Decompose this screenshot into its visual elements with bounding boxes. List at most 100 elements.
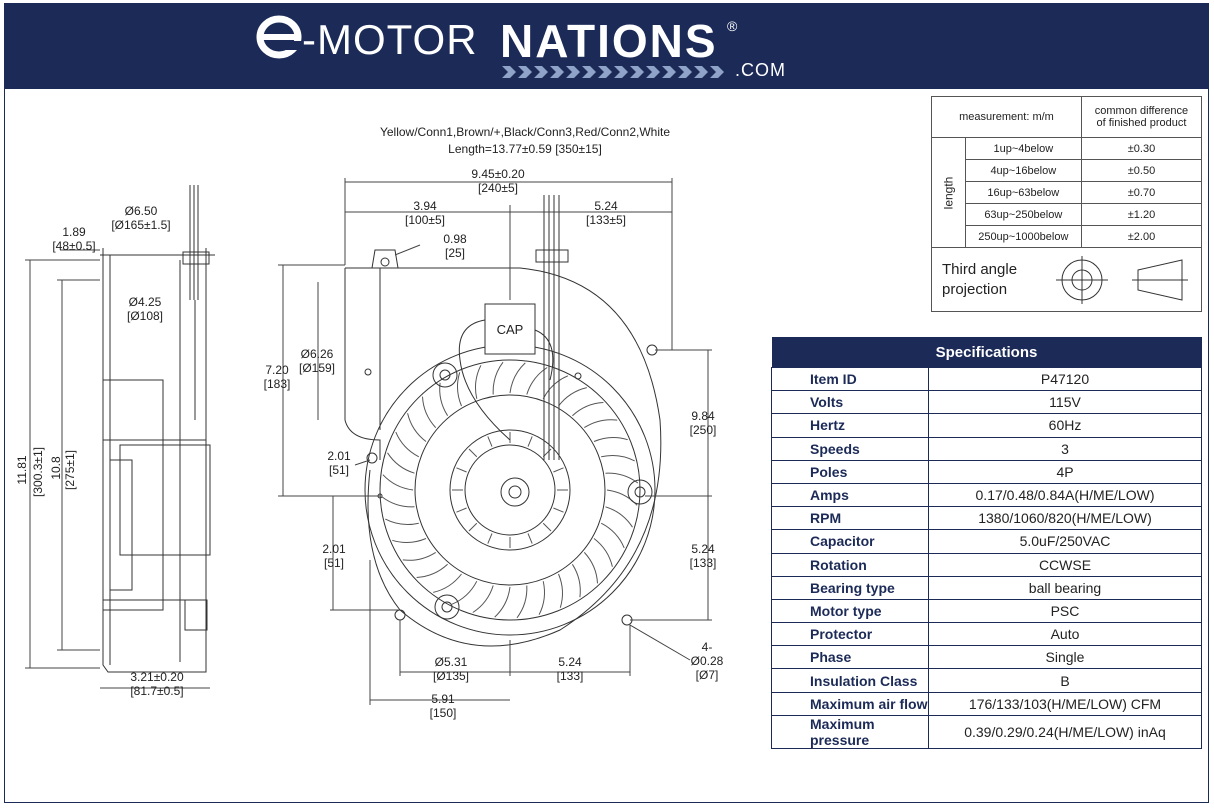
dim-diameter-531-metric: [Ø135] — [433, 669, 469, 683]
dim-591: 5.91 — [431, 692, 455, 706]
impeller-blade — [601, 455, 635, 462]
dim-591-metric: [150] — [430, 706, 457, 720]
spec-value: Auto — [928, 622, 1202, 647]
tolerance-header-measurement: measurement: m/m — [931, 96, 1082, 138]
impeller-blade — [439, 382, 449, 416]
spec-key: Protector — [771, 622, 929, 647]
impeller-blade — [475, 365, 482, 399]
brand-registered-mark: ® — [727, 18, 738, 34]
dim-201-upper-metric: [51] — [329, 463, 349, 477]
spec-key: Phase — [771, 645, 929, 670]
hub-slot — [468, 522, 478, 532]
dim-201-lower-metric: [51] — [324, 556, 344, 570]
spec-value: 5.0uF/250VAC — [928, 529, 1202, 554]
dim-945: 9.45±0.20 — [471, 167, 525, 181]
impeller-blade — [395, 431, 420, 458]
dim-diameter-626-metric: [Ø159] — [299, 361, 335, 375]
impeller-blade — [472, 585, 494, 613]
impeller-blade — [382, 474, 414, 491]
impeller-blade — [422, 396, 437, 428]
impeller-blade — [526, 367, 548, 395]
tolerance-header-difference-line2: of finished product — [1096, 117, 1187, 129]
dim-524-top: 5.24 — [594, 199, 618, 213]
brand-motor-text: -MOTOR — [302, 16, 478, 63]
tolerance-value: ±0.50 — [1080, 159, 1203, 182]
spec-value: CCWSE — [928, 552, 1202, 577]
impeller-blade — [492, 361, 504, 395]
dim-945-metric: [240±5] — [478, 181, 518, 195]
spec-key: Maximum pressure — [771, 714, 929, 749]
hub-slot — [542, 522, 552, 532]
hub-slot — [456, 467, 467, 473]
spec-key: Motor type — [771, 598, 929, 624]
dim-524-bottom: 5.24 — [558, 655, 582, 669]
projection-label: Third angle projection — [942, 261, 1018, 298]
dim-189-metric: [48±0.5] — [52, 239, 95, 253]
dim-720: 7.20 — [265, 363, 289, 377]
spec-key: Item ID — [771, 366, 929, 392]
spec-key: Volts — [771, 390, 929, 415]
impeller-blade — [583, 552, 598, 584]
tolerance-table: measurement: m/m common difference of fi… — [931, 96, 1203, 248]
dim-321-metric: [81.7±0.5] — [130, 684, 183, 698]
impeller-blade — [558, 387, 587, 407]
impeller-blade — [387, 452, 415, 474]
tolerance-side-label: length — [931, 137, 966, 248]
tolerance-value: ±0.70 — [1080, 181, 1203, 204]
dim-1181: 11.81 — [15, 455, 29, 484]
dim-201-upper: 2.01 — [327, 449, 351, 463]
impeller-blade — [606, 489, 638, 506]
blower-technical-drawing: Yellow/Conn1,Brown/+,Black/Conn3,Red/Con… — [15, 125, 724, 720]
dim-201-lower: 2.01 — [322, 542, 346, 556]
spec-value: 0.39/0.29/0.24(H/ME/LOW) inAq — [928, 714, 1202, 749]
spec-value: PSC — [928, 598, 1202, 624]
dim-diameter-650-metric: [Ø165±1.5] — [111, 218, 170, 232]
spec-key: RPM — [771, 506, 929, 531]
dim-hole-diameter: Ø0.28 — [691, 654, 724, 668]
impeller-blade — [407, 413, 427, 442]
dim-108-metric: [275±1] — [63, 450, 77, 490]
spec-key: Bearing type — [771, 575, 929, 600]
dim-108: 10.8 — [49, 456, 63, 480]
tolerance-range: 16up~63below — [964, 181, 1082, 204]
impeller-blade — [416, 563, 448, 578]
tolerance-value: ±1.20 — [1080, 203, 1203, 226]
hub-slot — [527, 533, 533, 544]
spec-value: 1380/1060/820(H/ME/LOW) — [928, 506, 1202, 531]
spec-key: Insulation Class — [771, 668, 929, 693]
impeller-blade — [509, 362, 526, 394]
impeller-blade — [457, 372, 462, 407]
impeller-blade — [572, 402, 604, 417]
dim-098: 0.98 — [443, 232, 467, 246]
spec-value: 115V — [928, 390, 1202, 415]
wire-note-line-1: Yellow/Conn1,Brown/+,Black/Conn3,Red/Con… — [380, 125, 670, 139]
spec-key: Hertz — [771, 413, 929, 438]
spec-key: Speeds — [771, 436, 929, 461]
spec-value: B — [928, 668, 1202, 693]
impeller-blade — [605, 472, 639, 484]
tolerance-range: 63up~250below — [964, 203, 1082, 226]
impeller-blade — [385, 518, 419, 525]
hub-slot — [468, 448, 478, 458]
dim-hole-diameter-metric: [Ø7] — [696, 668, 719, 682]
impeller-blade — [494, 586, 511, 618]
impeller-blade — [381, 496, 415, 508]
dim-diameter-425-metric: [Ø108] — [127, 309, 163, 323]
spec-value: 0.17/0.48/0.84A(H/ME/LOW) — [928, 482, 1202, 508]
dim-diameter-531: Ø5.31 — [435, 655, 468, 669]
specifications-title: Specifications — [771, 337, 1202, 368]
spec-key: Rotation — [771, 552, 929, 577]
